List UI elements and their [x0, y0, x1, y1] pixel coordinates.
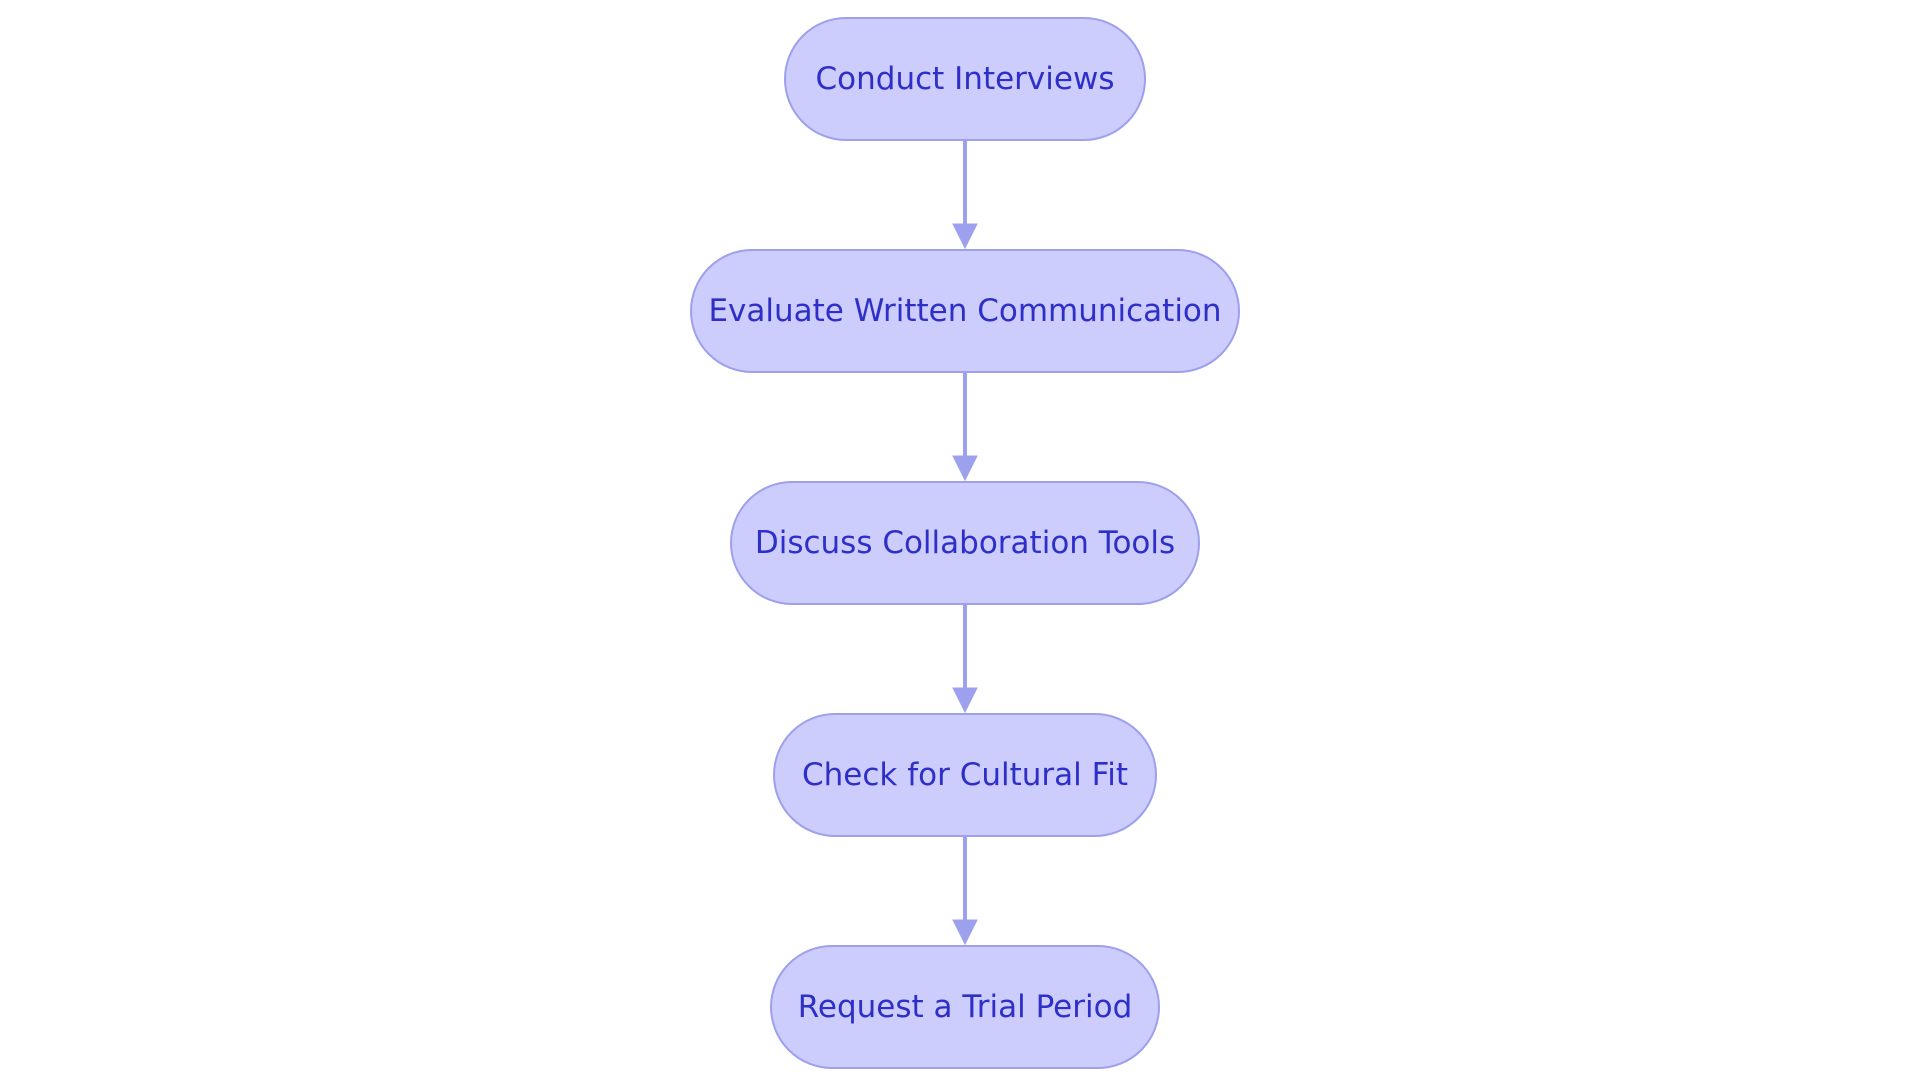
node-pill — [784, 17, 1146, 141]
flow-node-request-a-trial-period: Request a Trial Period — [770, 945, 1160, 1069]
flow-node-discuss-collaboration-tools: Discuss Collaboration Tools — [730, 481, 1200, 605]
arrowhead — [952, 919, 978, 946]
node-label: Conduct Interviews — [816, 61, 1115, 97]
arrowhead — [952, 687, 978, 714]
edge-step1-step2 — [952, 141, 978, 250]
node-label: Request a Trial Period — [798, 989, 1133, 1025]
edge-step3-step4 — [952, 605, 978, 714]
flow-node-evaluate-written-communication: Evaluate Written Communication — [690, 249, 1240, 373]
node-pill — [773, 713, 1157, 837]
node-label: Discuss Collaboration Tools — [755, 525, 1175, 561]
node-pill — [770, 945, 1160, 1069]
node-label: Check for Cultural Fit — [802, 757, 1128, 793]
edge-step2-step3 — [952, 373, 978, 482]
arrowhead — [952, 455, 978, 482]
flow-node-conduct-interviews: Conduct Interviews — [784, 17, 1146, 141]
arrowhead — [952, 223, 978, 250]
edge-step4-step5 — [952, 837, 978, 946]
node-pill — [730, 481, 1200, 605]
flow-node-check-for-cultural-fit: Check for Cultural Fit — [773, 713, 1157, 837]
node-label: Evaluate Written Communication — [708, 293, 1221, 329]
node-pill — [690, 249, 1240, 373]
